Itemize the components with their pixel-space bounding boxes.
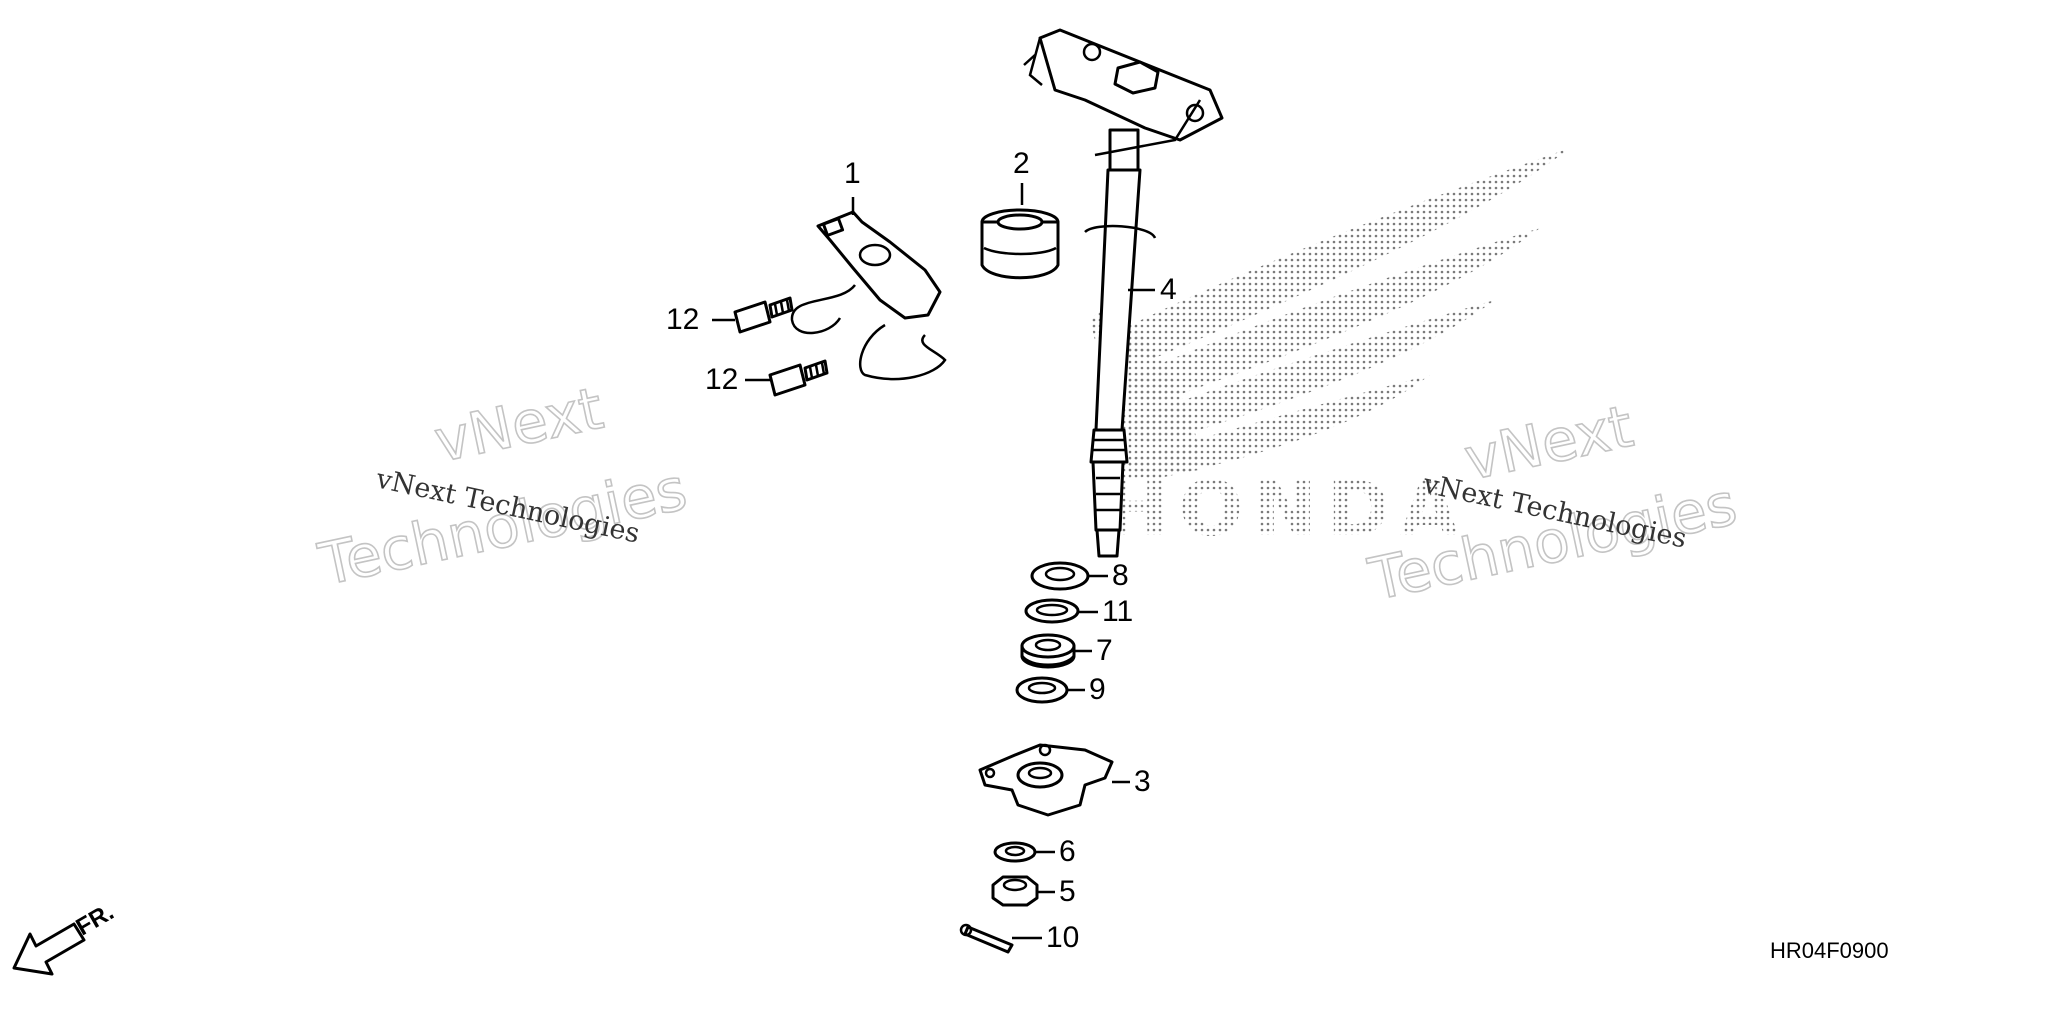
callout-7: 7 bbox=[1096, 634, 1113, 667]
callout-8: 8 bbox=[1112, 559, 1129, 592]
part-bolt-lower bbox=[768, 359, 829, 397]
part-steering-clamp bbox=[790, 210, 947, 381]
callout-labels: 1 2 4 12 12 8 11 7 9 3 6 5 10 bbox=[666, 147, 1177, 954]
watermark-outline-word-1: vNext bbox=[1459, 392, 1639, 494]
drawing-code: HR04F0900 bbox=[1770, 938, 1889, 963]
part-steering-shaft bbox=[1023, 28, 1224, 558]
leader-lines bbox=[712, 183, 1155, 940]
part-seal-8 bbox=[1030, 561, 1090, 591]
part-washer-6 bbox=[993, 841, 1037, 863]
callout-5: 5 bbox=[1059, 875, 1076, 908]
part-bolt-upper bbox=[733, 296, 794, 334]
front-direction-indicator: FR. bbox=[12, 898, 118, 976]
part-nut-5 bbox=[991, 875, 1039, 907]
callout-3: 3 bbox=[1134, 765, 1151, 798]
watermark-left: vNext Technologies vNext Technologies bbox=[312, 373, 693, 600]
part-lower-bracket bbox=[978, 743, 1114, 817]
callout-11: 11 bbox=[1102, 595, 1133, 628]
part-washer-11 bbox=[1024, 598, 1080, 624]
honda-logo-text: HONDA bbox=[1105, 464, 1469, 553]
callout-4: 4 bbox=[1160, 273, 1177, 306]
watermark-outline-word-1: vNext bbox=[429, 374, 609, 476]
part-seal-9 bbox=[1015, 676, 1069, 704]
part-cotter-pin-10 bbox=[959, 923, 1014, 954]
callout-2: 2 bbox=[1013, 147, 1030, 180]
part-bearing-7 bbox=[1020, 633, 1076, 669]
front-arrow-icon bbox=[12, 922, 86, 976]
callout-12-upper: 12 bbox=[666, 303, 699, 336]
callout-9: 9 bbox=[1089, 673, 1106, 706]
callout-10: 10 bbox=[1046, 921, 1079, 954]
callout-6: 6 bbox=[1059, 835, 1076, 868]
callout-12-lower: 12 bbox=[705, 363, 738, 396]
callout-1: 1 bbox=[844, 157, 861, 190]
part-bushing bbox=[980, 208, 1060, 280]
